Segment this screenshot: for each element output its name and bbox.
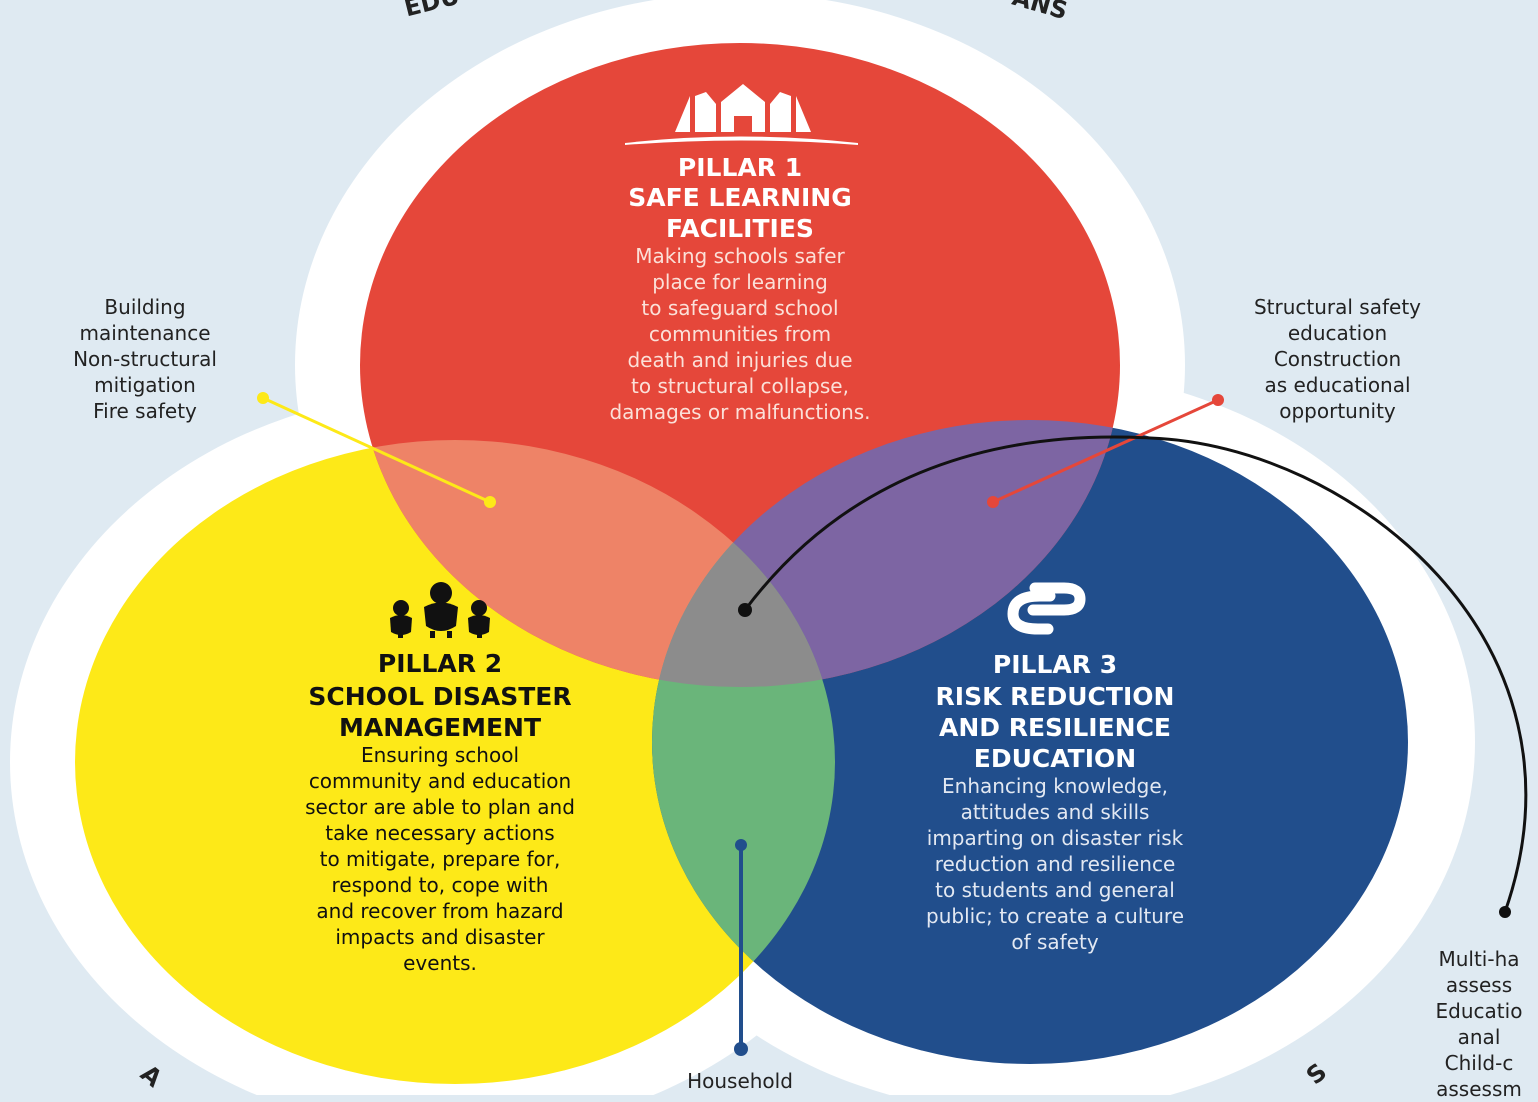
connector-right-dot-start	[1212, 394, 1224, 406]
overlap-pillar1-pillar2	[360, 440, 835, 687]
pillar3-title: RISK REDUCTION AND RESILIENCE EDUCATION	[935, 682, 1175, 773]
connector-arc	[743, 435, 1528, 913]
callout-bottom-right: Multi-ha assess Educatio anal Child-c as…	[1435, 947, 1523, 1101]
callout-bottom: Household	[687, 1069, 793, 1093]
callout-left: Building maintenance Non-structural miti…	[73, 295, 217, 423]
overlap-pillar1-pillar3	[652, 420, 1120, 687]
pillar3-description: Enhancing knowledge, attitudes and skill…	[926, 774, 1184, 954]
connector-bottom-dot-start	[735, 839, 747, 851]
pillar1-number: PILLAR 1	[677, 153, 803, 182]
pillar3-number: PILLAR 3	[992, 650, 1118, 679]
callout-right: Structural safety education Construction…	[1253, 295, 1422, 423]
connector-left	[262, 396, 491, 504]
connector-arc-dot-end	[1499, 906, 1511, 918]
pillar2-description: Ensuring school community and education …	[305, 743, 575, 975]
connector-left-dot-start	[257, 392, 269, 404]
connector-bottom-dot-end	[734, 1042, 748, 1056]
pillar2-number: PILLAR 2	[377, 649, 503, 678]
connector-left-dot-end	[484, 496, 496, 508]
connector-arc-dot-start	[738, 603, 752, 617]
chain-link-icon	[1007, 582, 1086, 635]
pillar1-description: Making schools safer place for learning …	[609, 244, 871, 424]
connector-right	[992, 398, 1219, 504]
pillar2-title: SCHOOL DISASTER MANAGEMENT	[308, 682, 572, 742]
people-group-icon	[390, 582, 490, 638]
connector-right-dot-end	[987, 496, 999, 508]
school-building-icon	[625, 84, 858, 145]
pillar1-title: SAFE LEARNING FACILITIES	[628, 183, 852, 243]
